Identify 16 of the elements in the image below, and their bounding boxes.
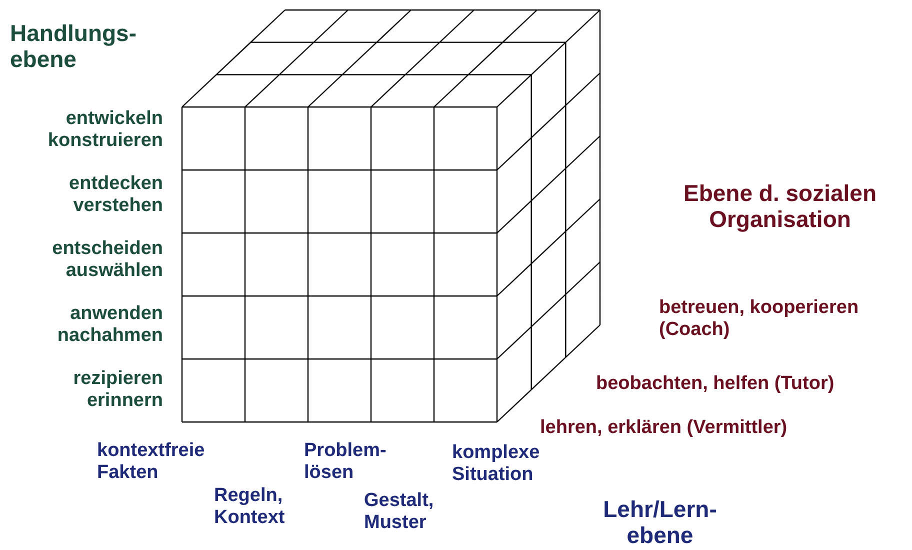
axis-label: lehren, erklären (Vermittler) — [540, 417, 788, 439]
axis-label: entwickeln konstruieren — [46, 108, 163, 152]
axis-label: Problem- lösen — [304, 440, 388, 484]
axis-label: entscheiden auswählen — [51, 238, 163, 282]
axis-label: Lehr/Lern- ebene — [602, 496, 718, 549]
axis-label: Regeln, Kontext — [214, 485, 286, 529]
axis-label: Ebene d. sozialen Organisation — [682, 180, 878, 233]
axis-label: kontextfreie Fakten — [97, 440, 206, 484]
axis-label: beobachten, helfen (Tutor) — [596, 373, 836, 395]
axis-label: Gestalt, Muster — [364, 490, 435, 534]
axis-label: rezipieren erinnern — [72, 368, 163, 412]
axis-label: betreuen, kooperieren (Coach) — [659, 297, 860, 341]
axis-label: Handlungs- ebene — [10, 20, 138, 73]
axis-label: anwenden nachahmen — [56, 303, 163, 347]
axis-label: entdecken verstehen — [68, 173, 163, 217]
axis-label: komplexe Situation — [452, 442, 541, 486]
